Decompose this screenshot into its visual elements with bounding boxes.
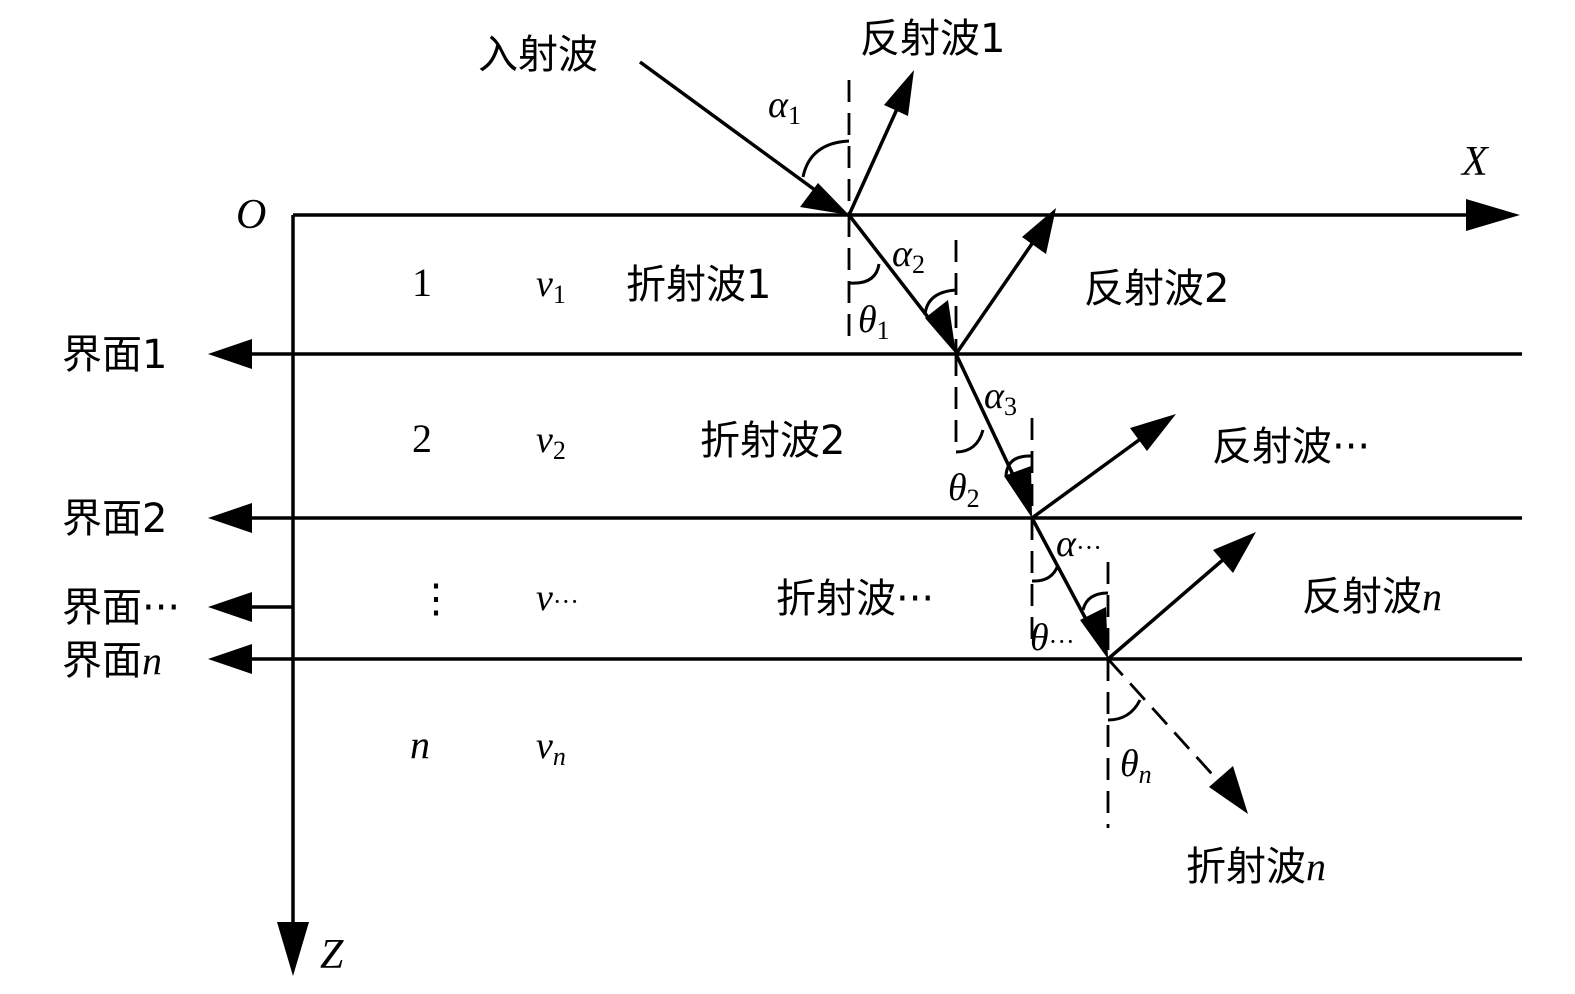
layer-2-index: 2 xyxy=(412,416,432,461)
alpha-3-label: α3 xyxy=(984,375,1017,421)
refracted-1-arrowhead xyxy=(925,300,956,354)
reflected-2-arrowhead xyxy=(1022,208,1056,254)
refracted-n-ray xyxy=(1106,658,1232,795)
refracted-dots-arrowhead xyxy=(1080,607,1108,659)
x-axis-arrowhead xyxy=(1466,199,1520,231)
layer-n-velocity: vn xyxy=(536,725,566,771)
refracted-2-arrowhead xyxy=(1004,466,1032,518)
interface-1-label: 界面1 xyxy=(62,332,167,378)
alpha-2-label: α2 xyxy=(892,233,925,279)
reflected-n-ray xyxy=(1106,550,1234,661)
interface-2-arrowhead xyxy=(208,503,252,533)
alpha-2-arc xyxy=(923,288,957,316)
origin-label: O xyxy=(236,192,266,238)
angle-arcs xyxy=(801,139,1142,722)
alpha-dots-arc xyxy=(1081,591,1109,611)
reflected-wave-dots-label: 反射波··· xyxy=(1212,424,1370,470)
reflected-n-arrowhead xyxy=(1213,532,1256,573)
angle-labels: α1 α2 θ1 α3 θ2 α··· θ··· θn xyxy=(768,84,1152,789)
interface-dots-arrowhead xyxy=(208,592,252,622)
refracted-wave-dots-label: 折射波··· xyxy=(776,576,934,622)
theta-n-label: θn xyxy=(1120,743,1152,789)
incident-ray xyxy=(638,60,832,203)
reflected-wave-2-label: 反射波2 xyxy=(1084,266,1229,312)
theta-dots-label: θ··· xyxy=(1030,617,1075,659)
incident-wave-label: 入射波 xyxy=(478,32,598,78)
interface-dots-label: 界面··· xyxy=(62,585,180,631)
layer-labels: 1 v1 2 v2 ⋮ v··· n vn xyxy=(410,260,579,771)
theta-1-label: θ1 xyxy=(858,299,890,345)
normal-lines xyxy=(847,80,1110,828)
interface-2-label: 界面2 xyxy=(62,496,167,542)
interface-1-arrowhead xyxy=(208,339,252,369)
refracted-wave-n-label: 折射波n xyxy=(1186,844,1326,890)
refracted-wave-1-label: 折射波1 xyxy=(626,262,771,308)
alpha-dots-label: α··· xyxy=(1056,523,1102,565)
reflected-2-ray xyxy=(954,234,1040,355)
layer-1-velocity: v1 xyxy=(536,263,566,309)
interface-n-prefix: 界面 xyxy=(62,638,142,684)
theta-dots-arc xyxy=(1031,564,1060,583)
theta-1-arc xyxy=(848,263,881,285)
alpha-1-label: α1 xyxy=(768,84,801,130)
reflected-dots-arrowhead xyxy=(1130,414,1176,451)
interface-n-symbol: n xyxy=(142,638,162,683)
theta-n-arc xyxy=(1107,699,1142,722)
interface-n-arrowhead xyxy=(208,644,252,674)
interface-n-label: 界面n xyxy=(62,638,162,684)
theta-2-arc xyxy=(955,429,985,454)
theta-2-label: θ2 xyxy=(948,467,980,513)
incident-arrowhead xyxy=(800,183,849,215)
refracted-n-arrowhead xyxy=(1209,766,1248,814)
reflected-wave-1-label: 反射波1 xyxy=(860,16,1005,62)
reflected-1-ray xyxy=(847,97,904,216)
coordinate-axes: O X Z xyxy=(236,139,1520,978)
z-axis-arrowhead xyxy=(277,922,309,976)
interface-lines: 界面1 界面2 界面··· 界面n xyxy=(62,332,1522,684)
wave-labels: 入射波 反射波1 折射波1 反射波2 折射波2 反射波··· 折射波··· 反射… xyxy=(478,16,1442,890)
reflected-dots-ray xyxy=(1030,430,1152,520)
reflected-wave-n-label: 反射波n xyxy=(1302,574,1442,620)
refracted-2-ray xyxy=(954,353,1025,497)
layer-2-velocity: v2 xyxy=(536,419,566,465)
layer-n-index: n xyxy=(410,722,430,767)
layer-1-index: 1 xyxy=(412,260,432,305)
layer-dots-velocity: v··· xyxy=(536,577,579,619)
reflected-1-arrowhead xyxy=(884,70,914,116)
refracted-wave-2-label: 折射波2 xyxy=(700,418,845,464)
alpha-3-arc xyxy=(1004,454,1033,477)
z-axis-label: Z xyxy=(320,932,344,978)
layer-dots-index: ⋮ xyxy=(416,576,456,621)
x-axis-label: X xyxy=(1460,139,1490,185)
alpha-1-arc xyxy=(801,139,850,178)
